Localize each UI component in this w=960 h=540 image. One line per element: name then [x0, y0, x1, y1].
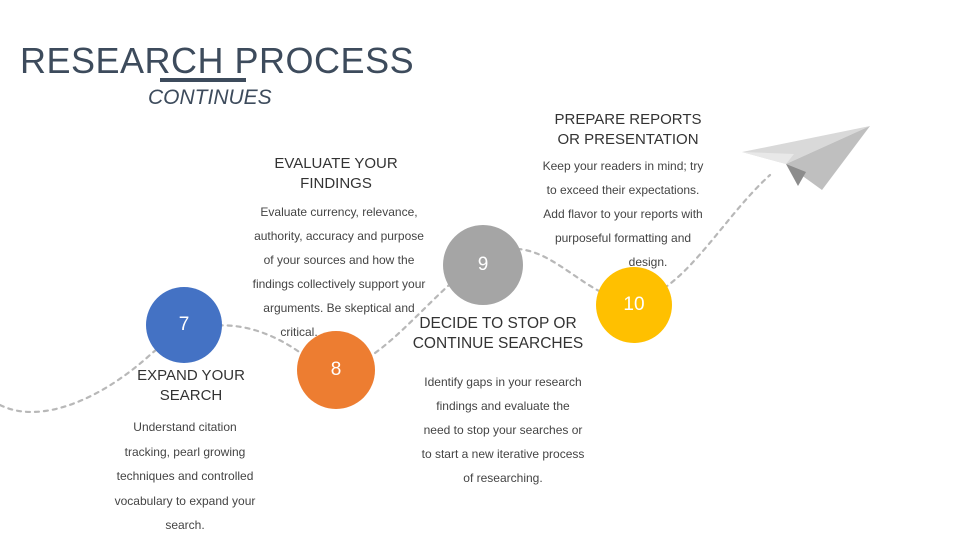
step-8-description: Evaluate currency, relevance, authority,…: [252, 205, 426, 339]
step-number: 9: [477, 254, 489, 275]
step-10-heading: PREPARE REPORTS OR PRESENTATION: [554, 111, 702, 148]
step-7-circle: 7: [146, 287, 222, 363]
page-title: RESEARCH PROCESS: [20, 40, 415, 81]
step-number: 8: [330, 359, 342, 380]
step-7-heading: EXPAND YOUR SEARCH: [137, 367, 245, 404]
step-number: 10: [623, 294, 645, 315]
step-10-description: Keep your readers in mind; try to exceed…: [542, 159, 704, 269]
page-subtitle: CONTINUES: [148, 86, 272, 109]
title-underline: [160, 78, 246, 82]
step-8-heading: EVALUATE YOUR FINDINGS: [274, 155, 398, 192]
step-10-circle: 10: [596, 267, 672, 343]
step-7-description: Understand citation tracking, pearl grow…: [114, 420, 256, 532]
paper-plane-icon: [742, 126, 870, 190]
step-9-circle: 9: [443, 225, 523, 305]
step-8-circle: 8: [297, 331, 375, 409]
step-9-description: Identify gaps in your research findings …: [421, 375, 585, 485]
step-number: 7: [178, 314, 190, 335]
step-9-heading: DECIDE TO STOP OR CONTINUE SEARCHES: [412, 315, 584, 352]
